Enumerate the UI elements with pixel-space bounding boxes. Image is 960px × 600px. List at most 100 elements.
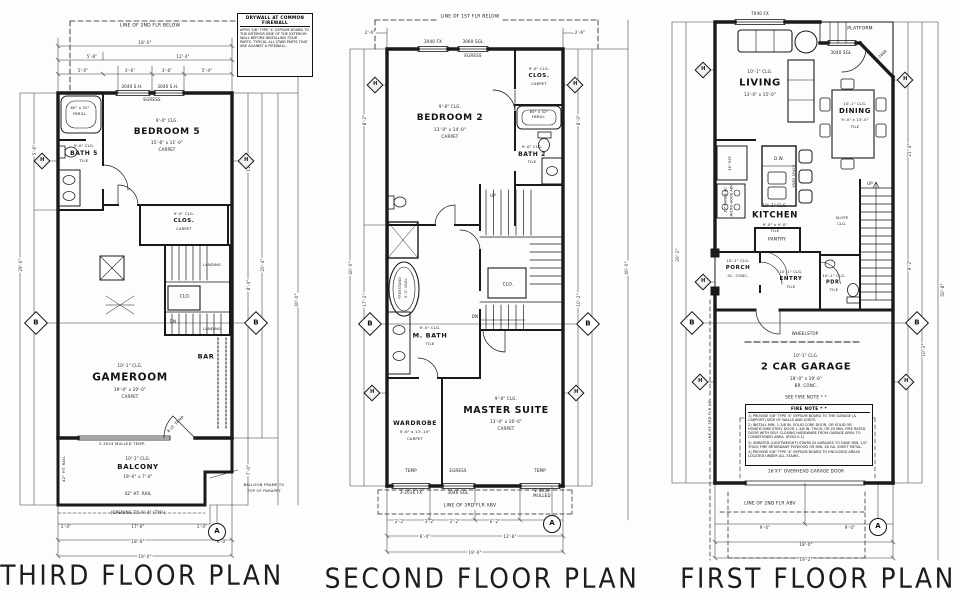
dimension-label: 1'-0" — [59, 523, 73, 530]
section-marker: H — [691, 373, 709, 391]
room-label: BAR — [197, 352, 215, 361]
plan-label: 9'-0" CLG. — [494, 395, 518, 401]
dimension-label: 5'-8" — [85, 53, 99, 60]
plan-label: BR. CONC. — [794, 382, 818, 388]
plan-label: UP — [490, 192, 496, 198]
plan-label: 10'-1" CLG. — [747, 68, 773, 74]
room-label: BATH 2 — [518, 150, 546, 158]
dimension-label: 12'-8" — [502, 533, 518, 540]
room-label: BEDROOM 2 — [416, 113, 484, 124]
plan-label: 3-3024 MULLED TEMP. — [96, 440, 148, 447]
plan-label: EGRESS — [449, 467, 467, 473]
dimension-label: 17'-6" — [130, 523, 146, 530]
plan-label: FREESTAND — [398, 277, 403, 299]
plan-label: 30" RANGE W/ — [723, 187, 728, 213]
plan-label: 42" HT. RAIL — [122, 490, 154, 497]
room-label: BALCONY — [117, 463, 159, 472]
plan-label: CARPET — [497, 425, 515, 431]
dimension-label: 5'-6" — [31, 143, 38, 157]
plan-label: PANTRY — [768, 237, 786, 243]
dimension-label: 2'-2" — [448, 518, 462, 525]
plan-label: CARPET — [406, 435, 424, 441]
plan-label: PLATFORM — [847, 26, 873, 32]
dimension-label: 2'-6" — [363, 29, 377, 36]
section-marker: B — [904, 310, 930, 336]
plan-label: 10'-1" CLG. — [793, 352, 819, 358]
room-label: M. BATH — [412, 331, 448, 340]
plan-label: 9'-0" CLG. — [419, 324, 441, 330]
plan-label: LINE OF 2ND FLR BELOW — [117, 23, 183, 30]
section-marker: H — [694, 273, 712, 291]
fire-note-item: 3) UNRATED (LIGHTWEIGHT) STAIRS IN GARAG… — [748, 440, 868, 449]
plan-label: TILE — [79, 159, 89, 164]
plan-label: 42" HT. RAIL — [60, 454, 67, 484]
room-label: BATH 5 — [70, 149, 98, 157]
section-marker: B — [575, 311, 601, 337]
room-label: WARDROBE — [393, 419, 437, 427]
plan-label: CARPET — [441, 133, 459, 139]
section-marker: H — [566, 76, 584, 94]
plan-label: CLG. — [837, 222, 847, 227]
dimension-label: 8'-4" — [245, 278, 252, 292]
section-marker: B — [23, 310, 49, 336]
plan-label: 19'-0" x 20'-0" — [114, 386, 146, 392]
dimension-label: 20'-2" — [674, 247, 681, 263]
room-label: KITCHEN — [751, 210, 799, 221]
plan-label: 8 LT. TEMP. — [165, 413, 186, 434]
plan-label: SEE FIRE NOTE * * — [785, 394, 827, 400]
section-marker: B — [357, 311, 383, 337]
plan-label: TILE — [527, 160, 537, 165]
plan-label: CARPET — [531, 82, 547, 87]
plan-label: 15'-6" x 11'-0" — [151, 139, 183, 145]
plan-title-second: SECOND FLOOR PLAN — [324, 561, 640, 595]
dimension-label: 3'-6" — [123, 67, 137, 74]
plan-label: BALLOON FRAME TO — [243, 483, 285, 488]
section-marker: H — [567, 384, 585, 402]
plan-label: CLO. — [502, 282, 514, 288]
plan-label: EGRESS — [143, 96, 161, 102]
dimension-label: 18'-0" — [798, 541, 814, 548]
fire-note-item: 4) PROVIDE 5/8" TYPE 'X' GYPSUM BOARD TO… — [748, 450, 861, 459]
dimension-label: 6'-4" — [418, 533, 432, 540]
dimension-label: 3'-6" — [160, 67, 174, 74]
plan-label: 5'-0" OVAL — [404, 277, 409, 299]
section-marker: A — [208, 523, 226, 541]
room-label: LIVING — [739, 77, 781, 89]
dimension-label: 9'-0" — [843, 524, 857, 531]
plan-title-first: FIRST FLOOR PLAN — [680, 561, 956, 595]
plan-title-third: THIRD FLOOR PLAN — [0, 558, 284, 592]
dimension-label: 1'-0" — [195, 523, 209, 530]
plan-label: TEMP — [534, 467, 546, 473]
plan-label: LANDING — [203, 263, 221, 268]
room-label: BEDROOM 5 — [133, 127, 201, 138]
plan-label: 13'-0" x 16'-0" — [490, 418, 522, 424]
plan-label: TILE — [425, 340, 435, 346]
plan-label: LINE OF 2ND FLR ABV — [742, 501, 798, 508]
plan-label: 13'-0" x 15'-0" — [744, 91, 776, 97]
drywall-note: DRYWALL AT COMMON FIREWALL APPLY 5/8" TY… — [237, 13, 313, 77]
section-marker: H — [694, 61, 712, 79]
plan-label: 9'-0" CLG. — [73, 144, 95, 149]
plan-label: MICRO-HOOD ABV. — [729, 183, 734, 217]
drywall-note-body: APPLY 5/8" TYPE 'X' GYPSUM BOARD TO THE … — [240, 27, 310, 49]
dimension-label: 21'-4" — [906, 142, 913, 158]
plan-label: 13'-0" x 14'-0" — [434, 126, 466, 132]
room-label: PORCH — [725, 265, 751, 272]
plan-label: 3-2016 FX — [399, 489, 423, 495]
plan-label: 3040 S.H. — [121, 83, 143, 89]
room-label: 2 CAR GARAGE — [760, 361, 852, 373]
plan-label: 18'-0" x 19'-0" — [790, 375, 822, 381]
section-marker: H — [363, 384, 381, 402]
dimension-label: 8'-0" — [575, 113, 582, 127]
plan-label: 3060 SGL — [462, 38, 484, 44]
dimension-label: 20'-4" — [259, 257, 266, 273]
plan-label: 9'-0" CLG. — [528, 67, 550, 72]
plan-label: TOP OF PARAPET — [247, 489, 281, 494]
room-label: CLOS. — [528, 73, 550, 80]
section-marker: H — [897, 373, 915, 391]
plan-label: DN — [169, 318, 177, 324]
plan-label: TILE — [770, 229, 780, 234]
plan-label: CARPET — [158, 146, 176, 152]
